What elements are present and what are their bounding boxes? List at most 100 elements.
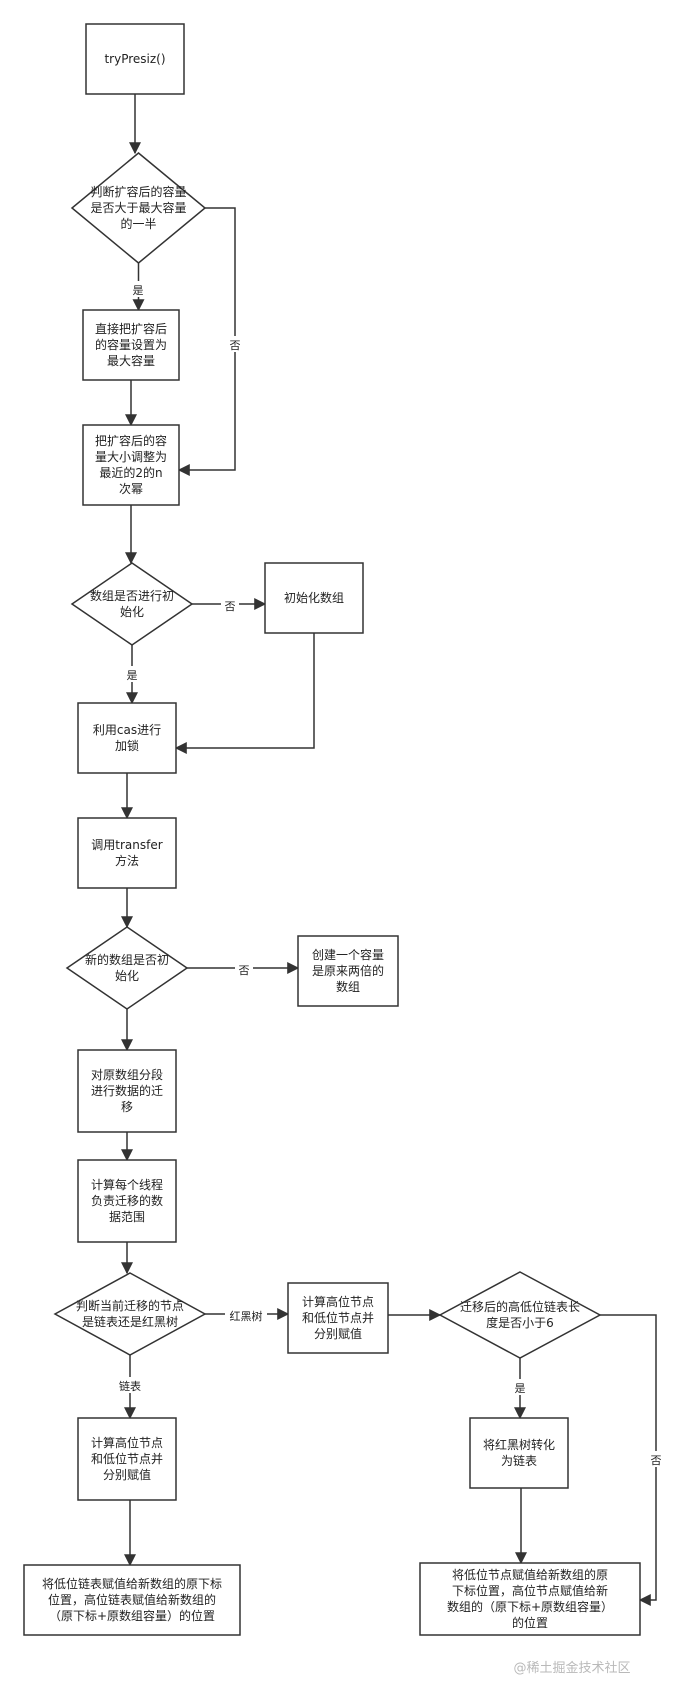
edge-d1-to-r2: 否 <box>177 207 244 476</box>
process-box <box>77 1159 177 1243</box>
node-label-line: 移 <box>121 1100 133 1114</box>
edge-label-bg <box>226 336 244 352</box>
node-label-line: 数组 <box>336 979 360 994</box>
edge-d4-to-r10: 链表 <box>115 1355 145 1420</box>
edge-label-bg <box>221 597 239 613</box>
node-label-line: 利用cas进行 <box>93 723 161 737</box>
edge-label: 是 <box>127 669 138 682</box>
watermark: @稀土掘金技术社区 <box>513 1660 630 1676</box>
node-label-line: 分别赋值 <box>314 1326 362 1341</box>
edge-label-bg <box>511 1379 529 1395</box>
node-label-line: 加锁 <box>115 738 139 753</box>
decision-diamond <box>438 1271 602 1359</box>
node-label-line: 最大容量 <box>107 353 155 368</box>
process-box <box>77 702 177 774</box>
node-label-line: 负责迁移的数 <box>91 1193 163 1208</box>
node-label-line: 次幂 <box>119 482 143 496</box>
node-label-line: 计算每个线程 <box>91 1177 163 1192</box>
process-box <box>297 935 399 1007</box>
edge-label: 否 <box>651 1454 662 1467</box>
node-label-line: 计算高位节点 <box>91 1435 163 1450</box>
node-label-line: 始化 <box>115 969 139 983</box>
edge-label: 否 <box>239 964 250 977</box>
decision-diamond <box>65 926 189 1010</box>
edge-label: 否 <box>230 339 241 352</box>
edge-label-bg <box>123 666 141 682</box>
edge-label-bg <box>647 1451 665 1467</box>
node-label-line: 直接把扩容后 <box>95 321 167 336</box>
edge-label-bg <box>225 1307 267 1323</box>
edges-layer: 是否否是否红黑树链表是否 <box>115 94 665 1606</box>
node-label-line: 是原来两倍的 <box>312 963 384 978</box>
node-label-line: 对原数组分段 <box>91 1067 163 1082</box>
edge-d5-to-r13: 否 <box>600 1314 665 1606</box>
node-label-line: 迁移后的高低位链表长 <box>460 1299 580 1314</box>
node-label-line: 数组是否进行初 <box>90 588 174 603</box>
node-label-line: 调用transfer <box>91 838 162 852</box>
process-box <box>469 1417 569 1489</box>
connector-arrow <box>174 633 315 754</box>
node-label-line: 和低位节点并 <box>302 1310 374 1325</box>
node-label-line: 进行数据的迁 <box>91 1083 163 1098</box>
edge-label-bg <box>235 961 253 977</box>
edge-label: 否 <box>225 600 236 613</box>
node-label-line: 是否大于最大容量 <box>90 200 186 215</box>
node-label-line: tryPresiz() <box>104 52 165 66</box>
edge-d1-to-r1: 是 <box>129 263 147 312</box>
process-box <box>77 1049 177 1133</box>
node-label-line: 计算高位节点 <box>302 1294 374 1309</box>
node-label-line: 始化 <box>120 605 144 619</box>
edge-label: 链表 <box>119 1379 141 1393</box>
node-start: tryPresiz() <box>85 23 185 95</box>
node-label-line: 数组的（原下标+原数组容量） <box>447 1599 613 1614</box>
process-box <box>77 817 177 889</box>
node-label-line: 为链表 <box>501 1453 537 1468</box>
decision-diamond <box>53 1272 207 1356</box>
node-label-line: 的容量设置为 <box>95 337 167 352</box>
edge-d3-to-r6: 否 <box>187 961 300 977</box>
node-label-line: 据范围 <box>109 1210 145 1224</box>
node-label-line: 判断当前迁移的节点 <box>76 1298 184 1313</box>
node-label-line: 新的数组是否初 <box>85 952 169 967</box>
node-label-line: （原下标+原数组容量）的位置 <box>49 1608 215 1623</box>
node-label-line: 的一半 <box>120 216 156 231</box>
edge-label-bg <box>115 1377 145 1393</box>
node-label-line: 方法 <box>115 853 139 868</box>
edge-d5-to-r11: 是 <box>511 1358 529 1420</box>
edge-label: 是 <box>133 284 144 297</box>
edge-d2-to-r3: 否 <box>192 597 267 613</box>
edge-label-bg <box>129 281 147 297</box>
node-label-line: 是链表还是红黑树 <box>82 1314 178 1329</box>
node-label-line: 最近的2的n <box>99 465 162 480</box>
node-label-line: 的位置 <box>512 1615 548 1630</box>
process-box <box>287 1282 389 1354</box>
process-box <box>419 1562 641 1636</box>
node-label-line: 和低位节点并 <box>91 1451 163 1466</box>
edge-label: 红黑树 <box>230 1309 263 1323</box>
node-label-line: 量大小调整为 <box>95 449 167 464</box>
process-box <box>82 309 180 381</box>
node-label-line: 创建一个容量 <box>312 947 384 962</box>
node-label-line: 将红黑树转化 <box>483 1437 555 1452</box>
process-box <box>77 1417 177 1501</box>
edge-d4-to-r9: 红黑树 <box>205 1307 290 1323</box>
process-box <box>23 1564 241 1636</box>
node-label-line: 把扩容后的容 <box>95 433 167 448</box>
node-label-line: 度是否小于6 <box>486 1315 554 1330</box>
process-box <box>85 23 185 95</box>
edge-label: 是 <box>515 1382 526 1395</box>
edge-d2-to-r4: 是 <box>123 645 141 705</box>
node-label-line: 将低位节点赋值给新数组的原 <box>452 1567 608 1582</box>
